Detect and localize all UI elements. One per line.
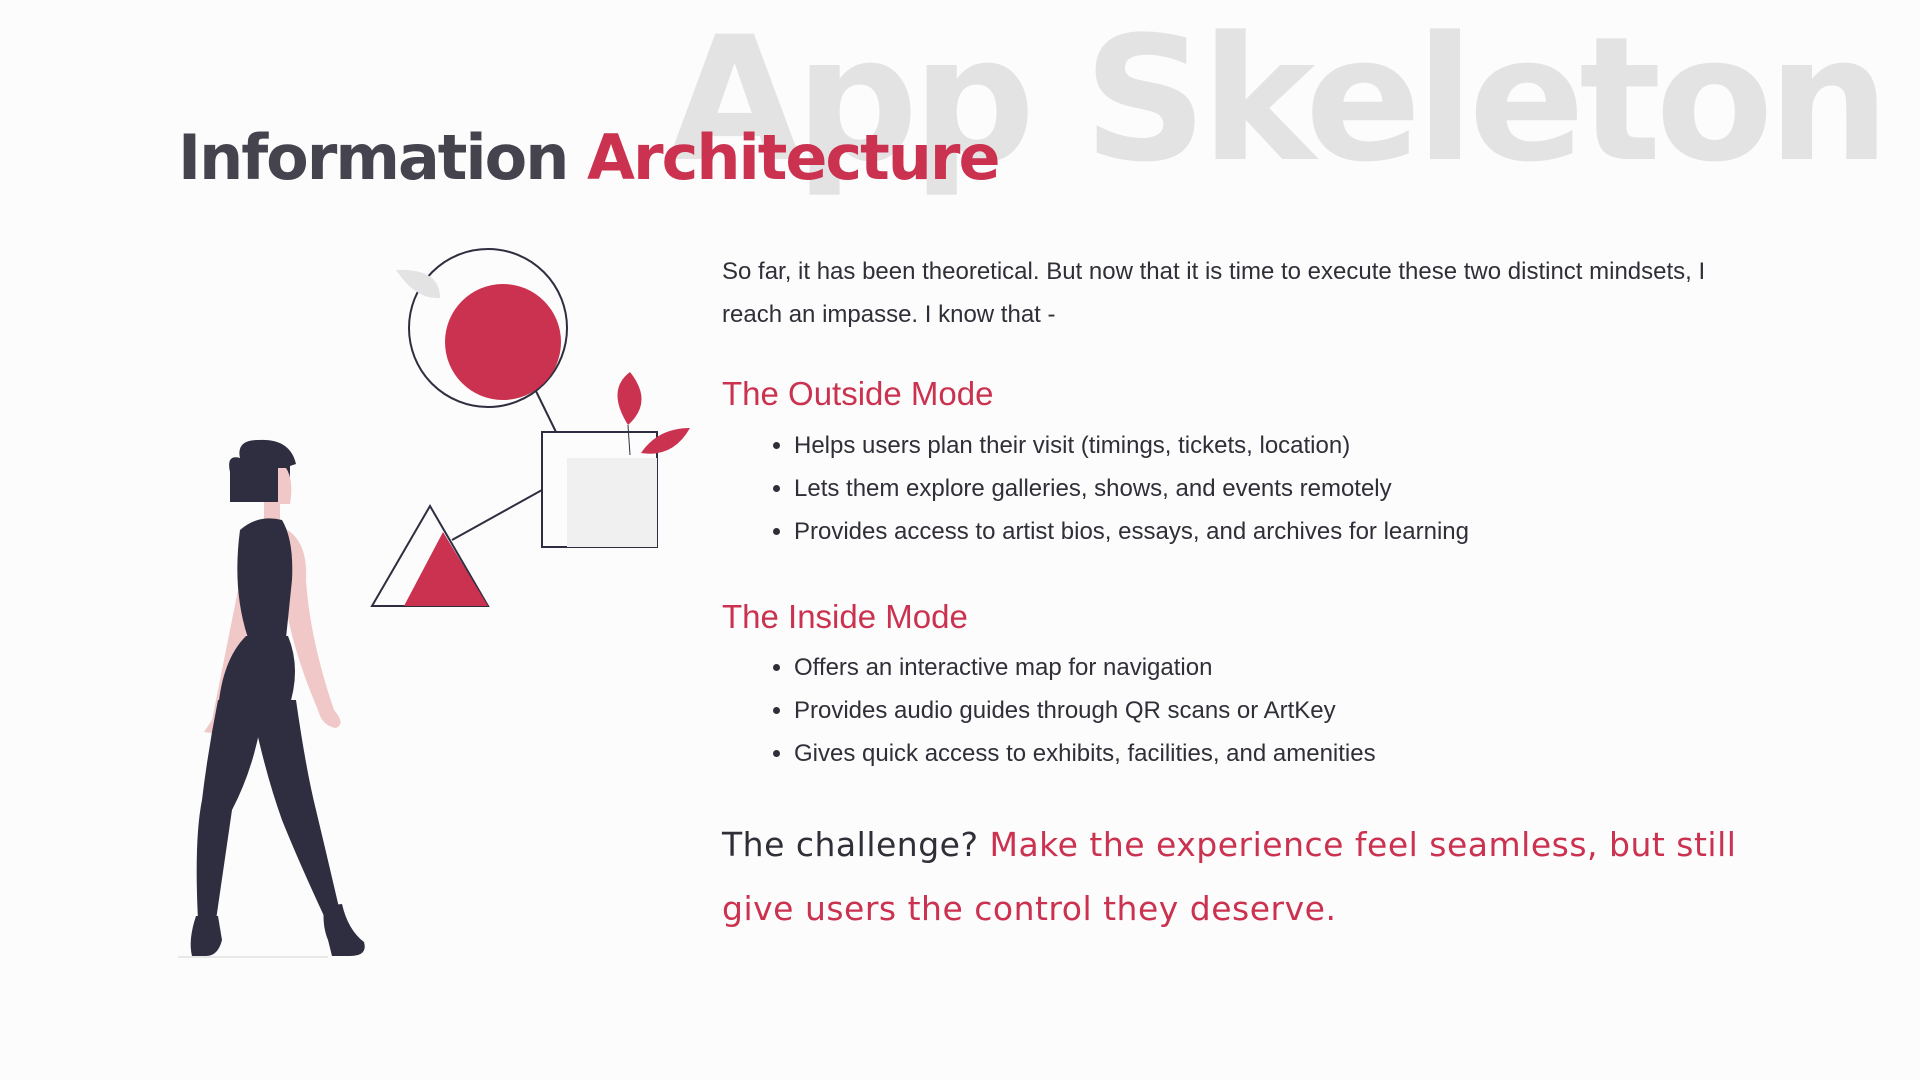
connector-line-triangle <box>451 489 543 541</box>
list-item: Provides audio guides through QR scans o… <box>794 689 1742 732</box>
woman-leg-front <box>250 700 340 916</box>
list-item: Provides access to artist bios, essays, … <box>794 510 1742 553</box>
red-leaf-icon-upper <box>617 372 642 425</box>
accent-triangle <box>404 532 488 606</box>
woman-torso <box>237 518 293 638</box>
grey-square <box>567 458 657 547</box>
outside-mode-list: Helps users plan their visit (timings, t… <box>722 424 1742 553</box>
woman-neck <box>264 502 280 520</box>
list-item: Helps users plan their visit (timings, t… <box>794 424 1742 467</box>
woman-shoe-back <box>190 916 222 956</box>
list-item: Lets them explore galleries, shows, and … <box>794 467 1742 510</box>
challenge-question: The challenge? <box>722 825 979 865</box>
list-item: Gives quick access to exhibits, faciliti… <box>794 732 1742 775</box>
page-title-dark: Information <box>178 121 569 194</box>
inside-mode-list: Offers an interactive map for navigation… <box>722 646 1742 775</box>
woman-face <box>278 468 292 504</box>
background-title: App Skeleton <box>668 0 1890 200</box>
accent-circle <box>445 284 561 400</box>
woman-leg-back <box>196 700 264 920</box>
grey-leaf-icon <box>396 269 440 299</box>
leaf-stem <box>627 424 631 456</box>
content-column: So far, it has been theoretical. But now… <box>722 250 1742 941</box>
woman-shoe-front <box>323 904 365 956</box>
intro-paragraph: So far, it has been theoretical. But now… <box>722 258 1706 328</box>
outside-mode-title: The Outside Mode <box>722 375 994 412</box>
page-title: Information Architecture <box>178 121 1001 194</box>
inside-mode-title: The Inside Mode <box>722 597 968 635</box>
outline-circle <box>408 248 568 408</box>
connector-line-circle <box>532 384 557 433</box>
woman-figure <box>178 439 365 958</box>
red-leaf-icon-lower <box>641 428 690 454</box>
challenge-statement: The challenge? Make the experience feel … <box>722 813 1742 941</box>
challenge-answer: Make the experience feel seamless, but s… <box>722 825 1737 929</box>
woman-hips <box>218 636 295 710</box>
woman-looking-at-shapes-illustration <box>178 248 690 958</box>
list-item: Offers an interactive map for navigation <box>794 646 1742 689</box>
page-title-accent: Architecture <box>587 121 1001 194</box>
woman-arm-front <box>282 528 341 728</box>
